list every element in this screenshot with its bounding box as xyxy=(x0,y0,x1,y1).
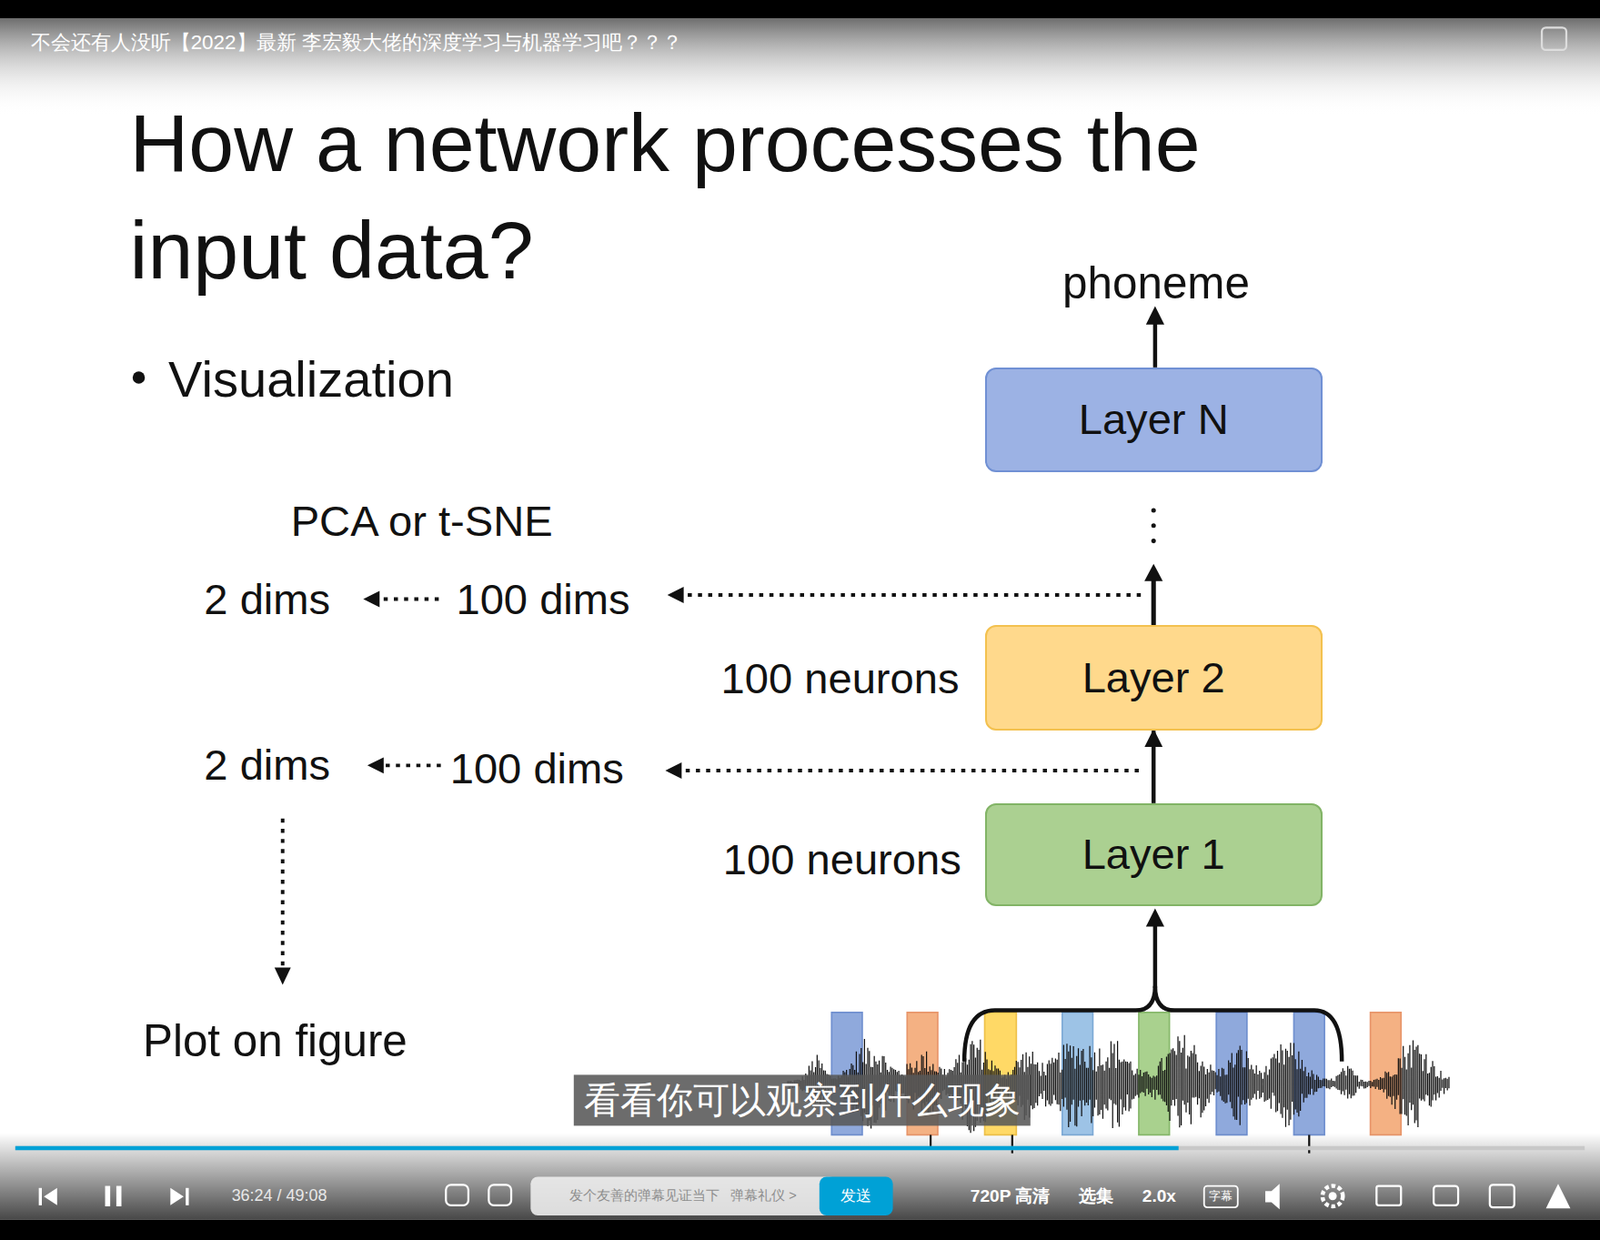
control-shade xyxy=(0,1132,1600,1219)
quality-button: 720P 高清 xyxy=(970,1185,1050,1207)
danmaku-icon xyxy=(445,1184,469,1205)
output-arrowhead xyxy=(1146,306,1165,325)
input-arrow xyxy=(1153,923,1158,988)
dashed-arrowhead xyxy=(274,966,292,985)
volume-icon xyxy=(1265,1183,1280,1209)
layer-box: Layer 2 xyxy=(985,624,1323,732)
neuron-count: 100 neurons xyxy=(723,833,962,886)
settings-icon xyxy=(1322,1186,1343,1207)
layer-name: Layer 1 xyxy=(1082,828,1226,881)
subtitle-button xyxy=(1204,1186,1238,1208)
subtitle: 看看你可以观察到什么现象 xyxy=(573,1075,1031,1126)
dashed-arrow xyxy=(382,763,442,767)
progress-track xyxy=(15,1146,1585,1150)
pause-icon xyxy=(105,1186,111,1207)
fullscreen-icon xyxy=(1489,1184,1515,1208)
dashed-arrow xyxy=(377,597,439,602)
danmaku-etiquette: 弹幕礼仪 > xyxy=(730,1187,797,1204)
settings-icon xyxy=(1328,1191,1338,1200)
episodes-button: 选集 xyxy=(1078,1185,1114,1207)
neuron-count: 100 neurons xyxy=(721,653,960,705)
layer-box: Layer 1 xyxy=(985,803,1323,906)
time-display: 36:24 / 49:08 xyxy=(231,1186,328,1207)
bottom-border xyxy=(0,1219,1600,1240)
layer-box: Layer N xyxy=(985,367,1323,473)
danmaku-placeholder: 发个友善的弹幕见证当下 xyxy=(569,1187,720,1204)
output-label: phoneme xyxy=(1062,255,1250,310)
dim-label: 100 dims xyxy=(450,742,624,795)
layer-connector xyxy=(1144,472,1163,624)
send-button xyxy=(819,1176,894,1216)
pip-icon xyxy=(1376,1186,1401,1206)
layer-name: Layer 2 xyxy=(1082,652,1226,705)
method-label: PCA or t-SNE xyxy=(291,495,554,548)
dim-label: 100 dims xyxy=(455,573,630,625)
next-icon xyxy=(170,1187,184,1206)
progress-bar xyxy=(15,1146,1179,1150)
speed-button: 2.0x xyxy=(1142,1185,1177,1207)
dashed-arrowhead xyxy=(367,756,384,774)
dim-label: 2 dims xyxy=(203,573,331,625)
danmaku-icon xyxy=(488,1184,512,1205)
input-arrowhead xyxy=(1146,907,1165,926)
dashed-arrow xyxy=(679,768,1139,773)
video-title: 不会还有人没听【2022】最新 李宏毅大佬的深度学习与机器学习吧？？？ xyxy=(30,30,683,56)
subtitle-button: 字幕 xyxy=(1208,1188,1233,1204)
bullet-dot xyxy=(132,371,145,383)
dim-label: 2 dims xyxy=(203,739,331,792)
dashed-arrowhead xyxy=(664,762,682,779)
bullet-text: Visualization xyxy=(168,349,454,411)
dashed-arrow xyxy=(281,818,285,968)
help-icon xyxy=(1541,27,1567,51)
prev-icon xyxy=(39,1187,42,1206)
top-border xyxy=(0,0,1600,19)
layer-connector xyxy=(1153,730,1155,804)
send-label: 发送 xyxy=(840,1187,872,1206)
input-bracket xyxy=(964,986,1342,1062)
widescreen-icon xyxy=(1433,1186,1459,1206)
connector-line xyxy=(1151,730,1156,804)
connector-arrowhead xyxy=(1144,563,1163,582)
plot-label: Plot on figure xyxy=(142,1014,408,1068)
pause-icon xyxy=(116,1186,122,1207)
output-arrow xyxy=(1153,322,1158,367)
prev-icon xyxy=(43,1187,58,1206)
feedback-icon xyxy=(1546,1183,1571,1208)
connector-line xyxy=(1151,472,1157,624)
layer-name: Layer N xyxy=(1078,393,1229,446)
next-icon xyxy=(185,1187,189,1206)
danmaku-input xyxy=(530,1176,837,1216)
dashed-arrowhead xyxy=(667,586,685,604)
dashed-arrowhead xyxy=(362,591,380,608)
dashed-arrow xyxy=(681,593,1141,597)
